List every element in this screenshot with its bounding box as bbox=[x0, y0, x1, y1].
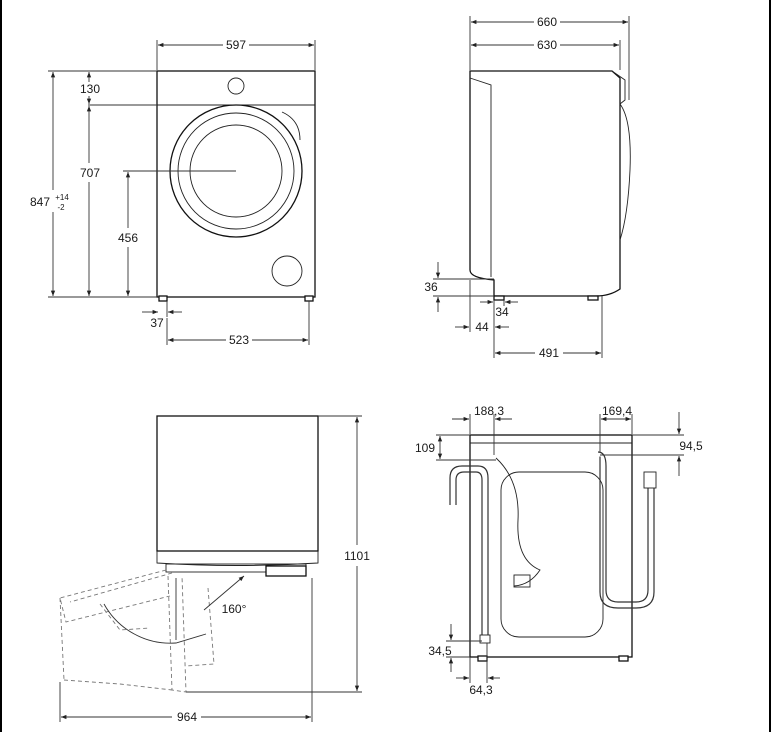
side-machine-body bbox=[469, 70, 621, 297]
dim-707-label: 707 bbox=[80, 166, 100, 180]
inlet-hose bbox=[597, 451, 649, 603]
power-plug bbox=[513, 574, 531, 588]
dim-847-label: 847 bbox=[30, 195, 50, 209]
door-open-detail-a bbox=[99, 603, 151, 631]
door-angle-label: 160° bbox=[222, 602, 247, 616]
dim-523-label: 523 bbox=[229, 333, 249, 347]
dim-34-label: 34 bbox=[495, 305, 509, 319]
dim-44-label: 44 bbox=[475, 320, 489, 334]
filter-cover bbox=[271, 255, 303, 287]
top-front-rim bbox=[156, 551, 319, 566]
drain-hose-outlet bbox=[479, 634, 491, 644]
side-top-front bbox=[611, 70, 626, 105]
dim-188-label: 188,3 bbox=[474, 404, 504, 418]
door-hinge-curve bbox=[281, 111, 301, 141]
dim-130-label: 130 bbox=[80, 82, 100, 96]
front-foot-right bbox=[304, 295, 314, 302]
dim-491-label: 491 bbox=[539, 346, 559, 360]
inlet-hose-connector bbox=[643, 471, 657, 489]
side-foot-front bbox=[587, 295, 599, 301]
front-foot-left bbox=[158, 295, 168, 302]
door-angle-arrow bbox=[203, 575, 245, 611]
dim-597-label: 597 bbox=[226, 38, 246, 52]
program-knob bbox=[227, 77, 245, 95]
rear-foot-left bbox=[477, 655, 488, 662]
dim-630-label: 630 bbox=[537, 38, 557, 52]
dim-36-label: 36 bbox=[424, 280, 438, 294]
top-front-foot bbox=[265, 565, 307, 577]
dim-169-label: 169,4 bbox=[602, 404, 632, 418]
dim-109-label: 109 bbox=[415, 441, 435, 455]
dim-345-label: 34,5 bbox=[428, 644, 452, 658]
door-angle-arc bbox=[103, 603, 207, 644]
drain-hose bbox=[449, 465, 489, 635]
rear-access-panel bbox=[500, 471, 604, 638]
side-door-bulge bbox=[619, 103, 631, 241]
dim-37-label: 37 bbox=[150, 316, 164, 330]
top-machine-body bbox=[156, 415, 319, 552]
side-back-panel bbox=[469, 77, 492, 277]
rear-view: 188,3 169,4 109 94,5 34,5 64,3 bbox=[415, 404, 703, 697]
front-view: 597 847 +14 -2 130 707 456 37 523 bbox=[30, 38, 316, 347]
dim-94-label: 94,5 bbox=[679, 439, 703, 453]
door-open-hinge-column bbox=[167, 575, 187, 693]
dim-660-label: 660 bbox=[537, 15, 557, 29]
door-open-bottom bbox=[63, 679, 173, 691]
drain-hose-inner bbox=[455, 471, 483, 635]
door-open-outline-inner bbox=[69, 572, 173, 603]
side-view: 660 630 36 34 44 491 bbox=[424, 15, 631, 360]
dim-847-tolerance-plus: +14 bbox=[55, 193, 69, 202]
side-foot-back bbox=[493, 295, 505, 301]
dim-847-tolerance-minus: -2 bbox=[57, 203, 65, 212]
dim-1101-label: 1101 bbox=[344, 549, 370, 563]
door-open-detail-b bbox=[185, 587, 215, 667]
top-view: 160° 1101 964 bbox=[59, 415, 370, 724]
door-open-outline-outer bbox=[59, 569, 171, 623]
rear-foot-right bbox=[618, 655, 629, 662]
dim-964-label: 964 bbox=[177, 710, 197, 724]
dim-456-label: 456 bbox=[118, 231, 138, 245]
power-cable bbox=[495, 457, 541, 587]
rear-machine-body bbox=[469, 434, 633, 658]
dim-643-label: 64,3 bbox=[469, 683, 493, 697]
inlet-hose-outer bbox=[599, 456, 655, 609]
